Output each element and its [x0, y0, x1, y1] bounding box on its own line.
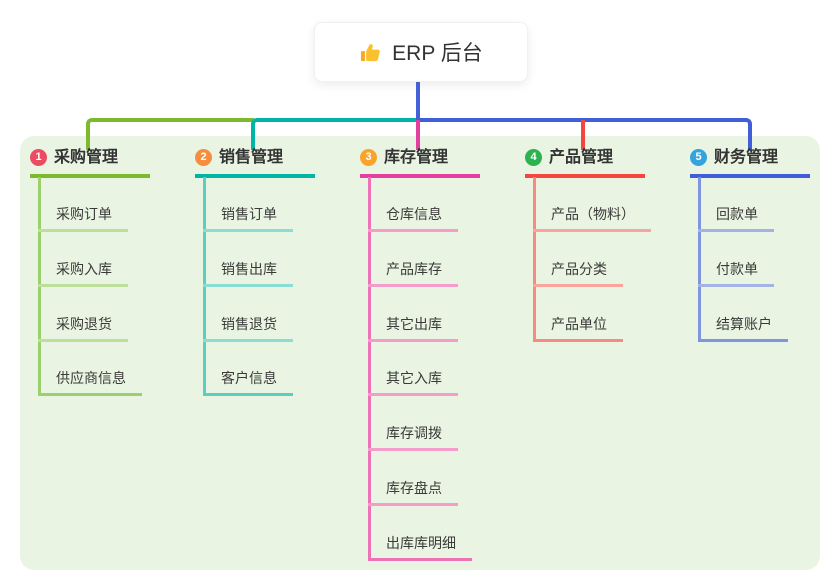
child-label: 回款单: [716, 206, 758, 222]
branch-sales: 2 销售管理 销售订单 销售出库 销售退货 客户信息: [195, 0, 360, 588]
child-label: 采购订单: [56, 206, 112, 222]
child-node[interactable]: 采购订单: [38, 204, 128, 232]
root-node[interactable]: ERP 后台: [314, 22, 528, 82]
child-node[interactable]: 其它入库: [368, 368, 458, 396]
child-node[interactable]: 仓库信息: [368, 204, 458, 232]
child-node[interactable]: 客户信息: [203, 368, 293, 396]
child-label: 产品分类: [551, 261, 607, 277]
branch-label: 产品管理: [549, 149, 614, 166]
drop-line-inventory: [416, 120, 420, 150]
child-node[interactable]: 采购入库: [38, 259, 128, 287]
child-node[interactable]: 其它出库: [368, 314, 458, 342]
child-node[interactable]: 付款单: [698, 259, 774, 287]
branch-inventory: 3 库存管理 仓库信息 产品库存 其它出库 其它入库 库存调拨 库存盘点 出库库…: [360, 0, 525, 588]
branch-heading-product[interactable]: 4 产品管理: [525, 147, 645, 178]
child-node[interactable]: 回款单: [698, 204, 774, 232]
child-node[interactable]: 产品（物料）: [533, 204, 651, 232]
root-stem-line: [416, 82, 420, 122]
child-label: 其它出库: [386, 316, 442, 332]
branch-heading-finance[interactable]: 5 财务管理: [690, 147, 810, 178]
child-label: 采购入库: [56, 261, 112, 277]
branches-panel: [20, 136, 820, 570]
child-label: 其它入库: [386, 370, 442, 386]
branch-trunk-line: [533, 177, 536, 341]
rail-elbow-purchase: [86, 118, 254, 150]
child-node[interactable]: 产品分类: [533, 259, 623, 287]
child-node[interactable]: 出库库明细: [368, 533, 472, 561]
child-label: 销售退货: [221, 316, 277, 332]
branch-badge: 5: [690, 149, 707, 166]
branch-label: 销售管理: [219, 149, 284, 166]
child-node[interactable]: 产品单位: [533, 314, 623, 342]
child-node[interactable]: 销售出库: [203, 259, 293, 287]
child-label: 产品库存: [386, 261, 442, 277]
child-node[interactable]: 库存盘点: [368, 478, 458, 506]
branch-label: 采购管理: [54, 149, 119, 166]
branch-heading-sales[interactable]: 2 销售管理: [195, 147, 315, 178]
child-label: 仓库信息: [386, 206, 442, 222]
drop-line-product: [581, 120, 585, 150]
branch-badge: 4: [525, 149, 542, 166]
rail-elbow-sales: [251, 118, 418, 150]
child-label: 销售出库: [221, 261, 277, 277]
child-label: 采购退货: [56, 316, 112, 332]
child-label: 库存调拨: [386, 425, 442, 441]
child-label: 付款单: [716, 261, 758, 277]
branch-label: 库存管理: [384, 149, 449, 166]
branch-trunk-line: [698, 177, 701, 341]
child-label: 销售订单: [221, 206, 277, 222]
child-node[interactable]: 销售订单: [203, 204, 293, 232]
branch-badge: 3: [360, 149, 377, 166]
branch-finance: 5 财务管理 回款单 付款单 结算账户: [690, 0, 839, 588]
branch-badge: 1: [30, 149, 47, 166]
branch-heading-purchase[interactable]: 1 采购管理: [30, 147, 150, 178]
child-label: 客户信息: [221, 370, 277, 386]
branch-label: 财务管理: [714, 149, 779, 166]
child-node[interactable]: 销售退货: [203, 314, 293, 342]
child-node[interactable]: 结算账户: [698, 314, 788, 342]
branch-heading-inventory[interactable]: 3 库存管理: [360, 147, 480, 178]
child-node[interactable]: 库存调拨: [368, 423, 458, 451]
child-label: 产品（物料）: [551, 206, 635, 222]
child-label: 出库库明细: [386, 535, 456, 551]
child-node[interactable]: 供应商信息: [38, 368, 142, 396]
child-label: 结算账户: [716, 316, 772, 332]
branch-product: 4 产品管理 产品（物料） 产品分类 产品单位: [525, 0, 690, 588]
root-label: ERP 后台: [392, 42, 483, 65]
branch-trunk-line: [368, 177, 371, 560]
child-node[interactable]: 产品库存: [368, 259, 458, 287]
branch-badge: 2: [195, 149, 212, 166]
child-label: 产品单位: [551, 316, 607, 332]
branch-purchase: 1 采购管理 采购订单 采购入库 采购退货 供应商信息: [30, 0, 195, 588]
child-node[interactable]: 采购退货: [38, 314, 128, 342]
thumbs-up-icon: [359, 41, 382, 64]
child-label: 库存盘点: [386, 480, 442, 496]
child-label: 供应商信息: [56, 370, 126, 386]
